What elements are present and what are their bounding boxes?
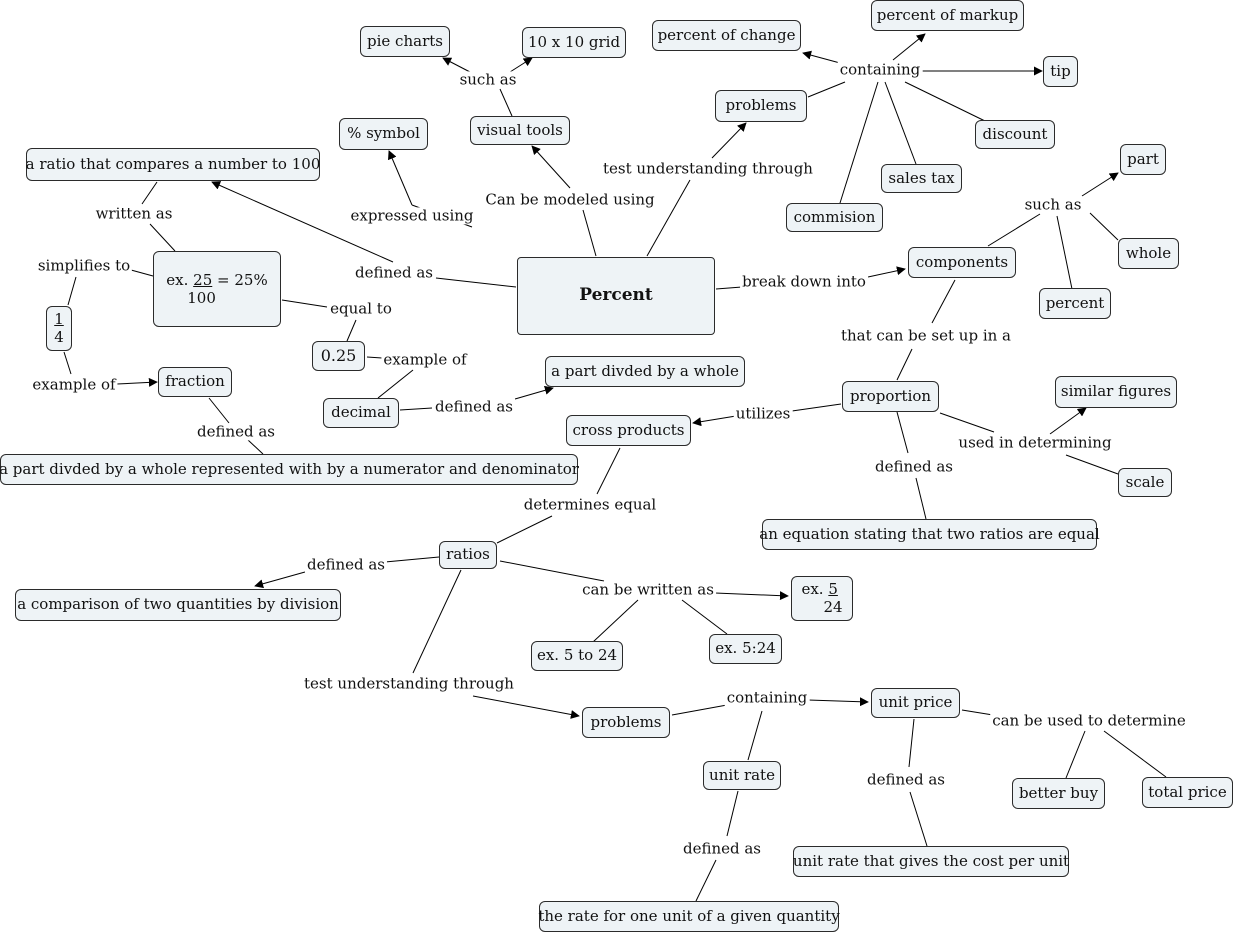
example-5-24-numerator: 5 <box>828 580 838 599</box>
problems-top-node[interactable]: problems <box>715 90 807 122</box>
unit-price-definition-node[interactable]: unit rate that gives the cost per unit <box>793 846 1069 877</box>
better-buy-node[interactable]: better buy <box>1012 778 1105 809</box>
example-25-denominator: 100 <box>187 289 216 307</box>
visual-tools-node[interactable]: visual tools <box>470 116 570 145</box>
link-defined-as-proportion: defined as <box>872 457 956 476</box>
link-containing-top: containing <box>837 60 923 79</box>
link-containing-bottom: containing <box>724 688 810 707</box>
link-test-understanding-bottom: test understanding through <box>302 674 516 693</box>
link-that-can-be-set-up: that can be set up in a <box>838 326 1014 345</box>
example-25-numerator: 25 <box>193 271 213 289</box>
unit-price-node[interactable]: unit price <box>871 688 960 718</box>
link-used-in-determining: used in determining <box>956 433 1114 452</box>
pie-charts-node[interactable]: pie charts <box>360 26 450 57</box>
link-simplifies-to: simplifies to <box>35 256 133 275</box>
link-test-understanding-top: test understanding through <box>601 159 815 178</box>
link-defined-as-unit-rate: defined as <box>680 839 764 858</box>
comparison-definition-node[interactable]: a comparison of two quantities by divisi… <box>15 589 341 621</box>
ratio-100-node[interactable]: a ratio that compares a number to 100 <box>26 148 320 181</box>
one-fourth-denominator: 4 <box>54 327 64 346</box>
whole-node[interactable]: whole <box>1118 238 1179 269</box>
link-defined-as-ratios: defined as <box>304 555 388 574</box>
link-can-be-modeled-using: Can be modeled using <box>483 190 657 209</box>
similar-figures-node[interactable]: similar figures <box>1055 376 1177 408</box>
link-such-as-top: such as <box>457 70 519 89</box>
part-node[interactable]: part <box>1120 144 1166 175</box>
ex-5-colon-24-node[interactable]: ex. 5:24 <box>709 634 782 664</box>
percent-of-change-node[interactable]: percent of change <box>652 20 801 51</box>
example-5-24-denominator: 24 <box>823 597 843 616</box>
scale-node[interactable]: scale <box>1118 468 1172 497</box>
link-equal-to: equal to <box>328 299 394 318</box>
point-25-node[interactable]: 0.25 <box>312 341 365 371</box>
total-price-node[interactable]: total price <box>1142 777 1233 808</box>
example-25-node[interactable]: ex. 25 = 25% 100 <box>153 251 281 327</box>
link-break-down-into: break down into <box>740 272 868 291</box>
example-25-prefix: ex. <box>166 271 189 289</box>
link-determines-equal: determines equal <box>521 495 659 514</box>
problems-bottom-node[interactable]: problems <box>582 707 670 738</box>
link-utilizes: utilizes <box>733 404 793 423</box>
link-can-be-used-to-determine: can be used to determine <box>990 711 1188 730</box>
link-defined-as-decimal: defined as <box>432 397 516 416</box>
link-example-of-fraction: example of <box>30 375 118 394</box>
example-5-24-prefix: ex. <box>801 580 824 599</box>
part-whole-node[interactable]: a part divded by a whole <box>545 356 745 387</box>
equation-definition-node[interactable]: an equation stating that two ratios are … <box>759 519 1100 550</box>
grid-node[interactable]: 10 x 10 grid <box>522 27 626 58</box>
components-node[interactable]: components <box>908 247 1016 278</box>
fraction-node[interactable]: fraction <box>158 367 232 397</box>
example-5-24-node[interactable]: ex. 5 24 <box>791 576 853 621</box>
link-defined-as-fraction: defined as <box>194 422 278 441</box>
proportion-node[interactable]: proportion <box>842 381 939 412</box>
link-defined-as-unit-price: defined as <box>864 770 948 789</box>
link-written-as: written as <box>93 204 175 223</box>
link-expressed-using: expressed using <box>348 206 476 225</box>
one-fourth-node[interactable]: 1 4 <box>46 306 72 351</box>
commision-node[interactable]: commision <box>786 203 883 232</box>
fraction-definition-node[interactable]: a part divded by a whole represented wit… <box>0 454 579 485</box>
tip-node[interactable]: tip <box>1043 56 1078 87</box>
sales-tax-node[interactable]: sales tax <box>881 164 962 193</box>
unit-rate-definition-node[interactable]: the rate for one unit of a given quantit… <box>538 901 840 932</box>
percent-symbol-node[interactable]: % symbol <box>339 118 428 150</box>
link-example-of-decimal: example of <box>381 350 469 369</box>
one-fourth-numerator: 1 <box>54 310 64 329</box>
ratios-node[interactable]: ratios <box>439 541 497 569</box>
link-can-be-written-as: can be written as <box>580 580 716 599</box>
discount-node[interactable]: discount <box>975 120 1055 149</box>
ex-5-to-24-node[interactable]: ex. 5 to 24 <box>531 641 623 671</box>
percent-node[interactable]: Percent <box>517 257 715 335</box>
percent-component-node[interactable]: percent <box>1039 288 1111 319</box>
example-25-suffix: = 25% <box>217 271 268 289</box>
cross-products-node[interactable]: cross products <box>566 415 691 446</box>
unit-rate-node[interactable]: unit rate <box>703 761 781 790</box>
percent-of-markup-node[interactable]: percent of markup <box>871 0 1024 31</box>
decimal-node[interactable]: decimal <box>323 398 399 428</box>
link-defined-as-percent: defined as <box>352 263 436 282</box>
link-such-as-components: such as <box>1022 195 1084 214</box>
